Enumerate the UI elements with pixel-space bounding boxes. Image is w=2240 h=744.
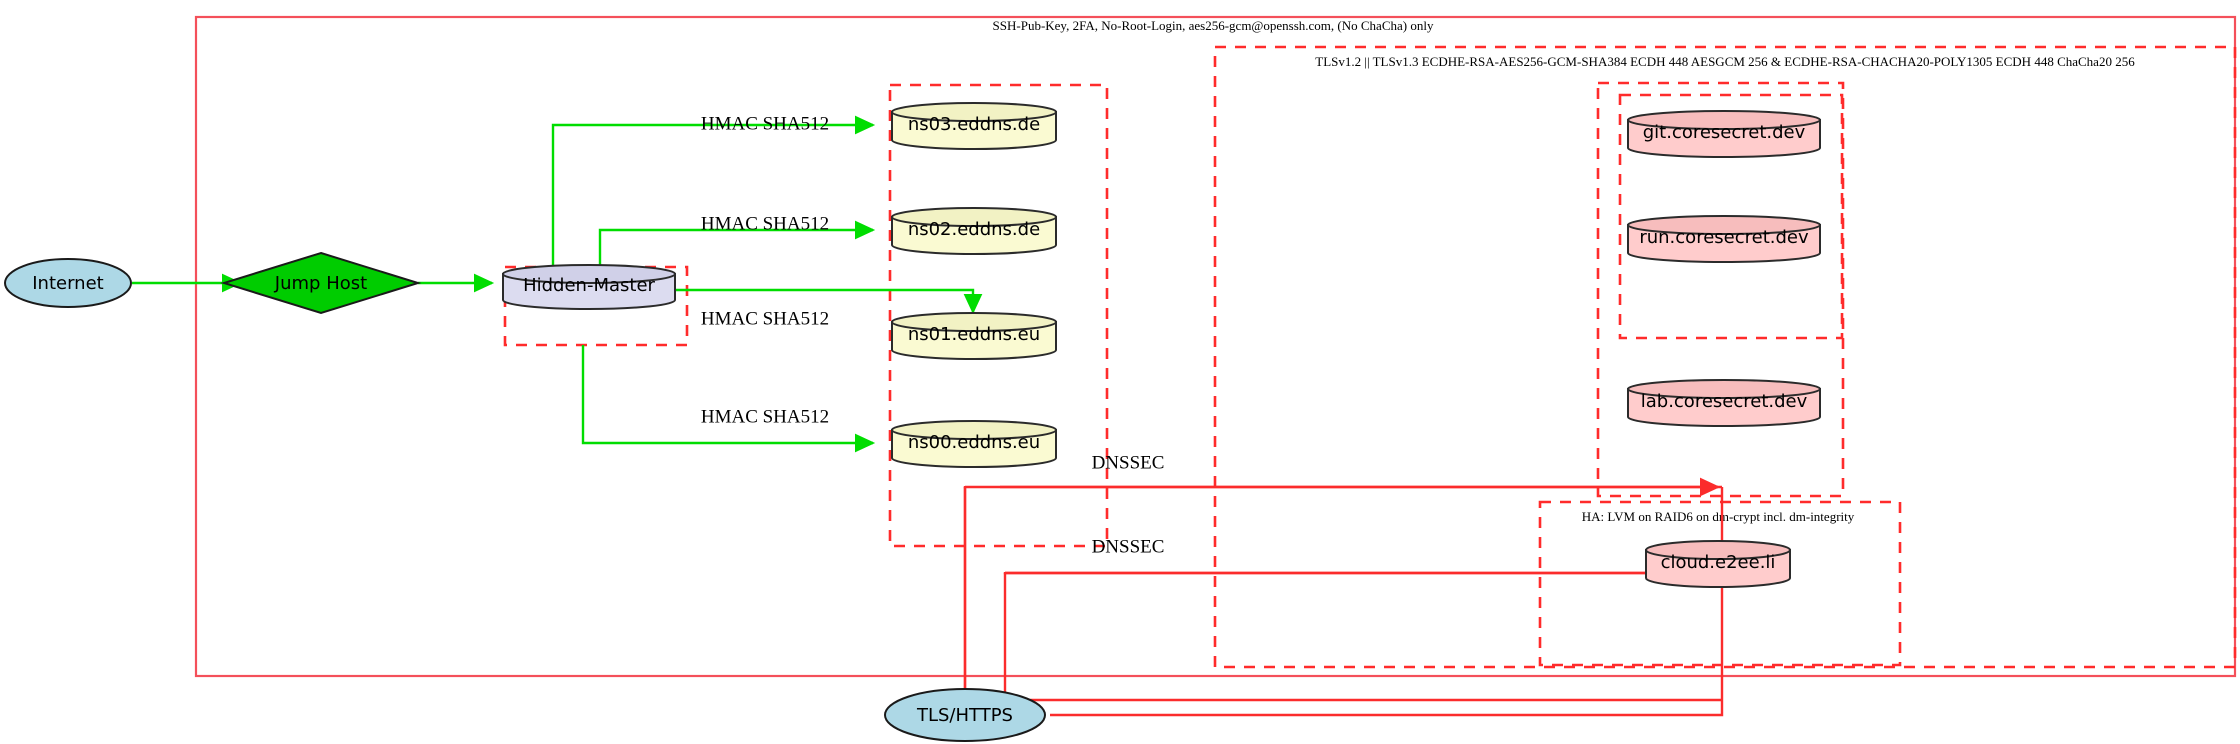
ns01-label: ns01.eddns.eu bbox=[908, 324, 1040, 345]
hidden-master-top bbox=[502, 264, 676, 284]
node-cloud-e2ee[interactable]: cloud.e2ee.li bbox=[1645, 540, 1791, 588]
node-run-coresecret[interactable]: run.coresecret.dev bbox=[1627, 215, 1821, 263]
edge-hidden-master-to-ns01 bbox=[668, 288, 983, 315]
node-ns00[interactable]: ns00.eddns.eu bbox=[891, 420, 1057, 468]
run-body bbox=[1627, 224, 1821, 263]
edge-label-hmac-ns00: HMAC SHA512 bbox=[701, 406, 829, 427]
git-top bbox=[1627, 110, 1821, 130]
cluster-ha-storage bbox=[1538, 500, 1902, 667]
cluster-nameservers bbox=[888, 83, 1109, 548]
node-internet[interactable]: Internet bbox=[4, 258, 132, 308]
jump-host-label: Jump Host bbox=[274, 273, 367, 294]
node-hidden-master[interactable]: Hidden-Master bbox=[502, 264, 676, 310]
run-top bbox=[1627, 215, 1821, 235]
git-label: git.coresecret.dev bbox=[1643, 122, 1806, 143]
cluster-ha-storage-label: HA: LVM on RAID6 on dm-crypt incl. dm-in… bbox=[1582, 509, 1855, 524]
ns03-label: ns03.eddns.de bbox=[908, 114, 1040, 135]
ns02-top bbox=[891, 207, 1057, 227]
cluster-tls-policy-label: TLSv1.2 || TLSv1.3 ECDHE-RSA-AES256-GCM-… bbox=[1315, 54, 2135, 69]
node-lab-coresecret[interactable]: lab.coresecret.dev bbox=[1627, 379, 1821, 427]
edge-label-dnssec-lower: DNSSEC bbox=[1092, 536, 1165, 557]
node-tls-https[interactable]: TLS/HTTPS bbox=[884, 688, 1046, 742]
ns02-label: ns02.eddns.de bbox=[908, 219, 1040, 240]
tls-https-ellipse bbox=[884, 688, 1046, 742]
ns00-body bbox=[891, 429, 1057, 468]
edge-label-dnssec-upper: DNSSEC bbox=[1092, 452, 1165, 473]
edge-label-hmac-ns02: HMAC SHA512 bbox=[701, 213, 829, 234]
ns00-top bbox=[891, 420, 1057, 440]
cloud-label: cloud.e2ee.li bbox=[1661, 552, 1776, 573]
ns00-label: ns00.eddns.eu bbox=[908, 432, 1040, 453]
hidden-master-label: Hidden-Master bbox=[523, 275, 655, 296]
run-label: run.coresecret.dev bbox=[1639, 227, 1809, 248]
cluster-ssh-policy-label: SSH-Pub-Key, 2FA, No-Root-Login, aes256-… bbox=[993, 18, 1434, 33]
ns03-top bbox=[891, 102, 1057, 122]
node-ns02[interactable]: ns02.eddns.de bbox=[891, 207, 1057, 255]
cluster-ssh-policy bbox=[194, 15, 2237, 678]
ns01-body bbox=[891, 321, 1057, 360]
internet-label: Internet bbox=[32, 273, 103, 294]
lab-label: lab.coresecret.dev bbox=[1641, 391, 1808, 412]
node-git-coresecret[interactable]: git.coresecret.dev bbox=[1627, 110, 1821, 158]
edge-tls-https-to-cloud bbox=[1050, 580, 1724, 717]
edge-label-hmac-ns03: HMAC SHA512 bbox=[701, 113, 829, 134]
node-ns03[interactable]: ns03.eddns.de bbox=[891, 102, 1057, 150]
edge-hidden-master-to-ns03 bbox=[551, 115, 876, 268]
edge-label-hmac-ns01: HMAC SHA512 bbox=[701, 308, 829, 329]
cloud-top bbox=[1645, 540, 1791, 560]
node-jump-host[interactable]: Jump Host bbox=[220, 251, 422, 315]
ns03-body bbox=[891, 111, 1057, 150]
cloud-body bbox=[1645, 549, 1791, 588]
lab-body bbox=[1627, 388, 1821, 427]
node-ns01[interactable]: ns01.eddns.eu bbox=[891, 312, 1057, 360]
cluster-coresecret-services bbox=[1596, 81, 1845, 498]
git-body bbox=[1627, 119, 1821, 158]
ns01-top bbox=[891, 312, 1057, 332]
tls-https-label: TLS/HTTPS bbox=[916, 705, 1013, 726]
jump-host-diamond bbox=[220, 251, 422, 315]
internet-ellipse bbox=[4, 258, 132, 308]
lab-top bbox=[1627, 379, 1821, 399]
edge-hidden-master-to-ns02 bbox=[598, 220, 876, 268]
cluster-coresecret-inner bbox=[1618, 93, 1844, 340]
cluster-tls-policy bbox=[1213, 45, 2237, 669]
edge-hidden-master-to-ns00 bbox=[581, 345, 876, 453]
ns02-body bbox=[891, 216, 1057, 255]
